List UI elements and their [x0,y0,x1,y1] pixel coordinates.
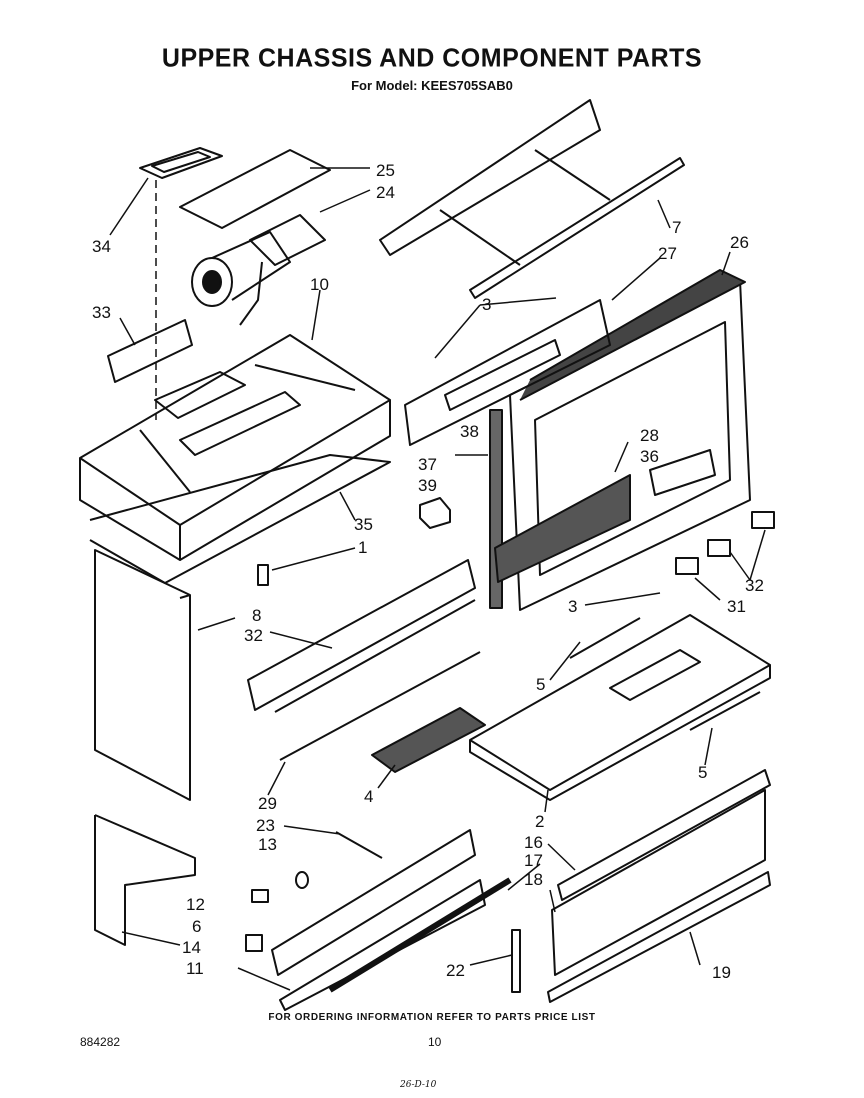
part-17-rod [328,877,512,993]
part-1-clip [257,564,269,586]
part-18-door-panel [551,789,766,976]
part-28-grille [494,474,631,583]
part-33-panel [107,319,193,383]
callout-5-b: 5 [698,763,707,782]
page-title: UPPER CHASSIS AND COMPONENT PARTS [161,43,703,73]
part-32-switch [707,511,775,557]
page-number: 10 [428,1035,442,1049]
part-29-rod [279,651,481,761]
part-11-bracket [271,829,486,1011]
part-12-switch [251,889,269,903]
part-2-chassis-plate [469,614,771,801]
callout-29: 29 [258,794,277,813]
callout-14: 14 [182,938,201,957]
part-5-strip [569,617,761,731]
callout-3-b: 3 [568,597,577,616]
callout-34: 34 [92,237,111,256]
callout-30: 32 [244,626,263,645]
callout-31: 31 [727,597,746,616]
callout-11: 11 [186,959,204,978]
part-4-filter [371,707,486,773]
callout-labels: 34 25 24 10 33 35 1 8 32 7 27 26 3 38 28… [92,161,764,982]
part-6-bracket [245,934,263,952]
model-subtitle: For Model: KEES705SAB0 [351,78,513,93]
callout-24: 24 [376,183,395,202]
part-39-block [419,497,451,529]
callout-7: 7 [672,218,681,237]
part-34-bracket [139,147,223,179]
callout-26: 26 [730,233,749,252]
leader-lines [109,167,766,991]
part-19-rail [547,871,771,1003]
part-31-switch [675,557,699,575]
callout-4: 4 [364,787,373,806]
callout-32: 32 [745,576,764,595]
part-10-chassis [79,334,391,561]
callout-27: 27 [658,244,677,263]
part-16-rail [557,769,771,901]
part-8-side-panel [94,549,191,801]
callout-19: 19 [712,963,731,982]
callout-13: 13 [258,835,277,854]
callout-3-a: 3 [482,295,491,314]
callout-5-a: 5 [536,675,545,694]
document-number: 884282 [80,1035,121,1049]
callout-2: 2 [535,812,544,831]
callout-22: 22 [446,961,465,980]
callout-28: 28 [640,426,659,445]
handwritten-code: 26-D-10 [400,1080,437,1090]
part-24-motor [191,214,326,326]
callout-10: 10 [310,275,329,294]
callout-8: 8 [252,606,261,625]
part-30-bracket [247,559,476,713]
ordering-note: FOR ORDERING INFORMATION REFER TO PARTS … [268,1012,596,1023]
callout-33: 33 [92,303,111,322]
part-14-side-panel [94,814,196,946]
callout-25: 25 [376,161,395,180]
part-35-gasket [89,454,391,584]
callout-12: 12 [186,895,205,914]
part-38-control-panel [404,299,611,446]
callout-1: 1 [358,538,367,557]
callout-39: 39 [418,476,437,495]
part-36-bracket [649,449,716,496]
part-22-post [511,929,521,993]
part-7-frame [379,99,685,299]
callout-18: 18 [524,870,543,889]
callout-6: 6 [192,917,201,936]
part-25-plate [179,149,331,229]
callout-23: 23 [256,816,275,835]
part-23-probe [335,831,383,859]
callout-38: 38 [460,422,479,441]
callout-17: 17 [524,851,543,870]
callout-37: 37 [418,455,437,474]
callout-16: 16 [524,833,543,852]
part-13-knob [295,871,309,889]
callout-36: 36 [640,447,659,466]
callout-35: 35 [354,515,373,534]
